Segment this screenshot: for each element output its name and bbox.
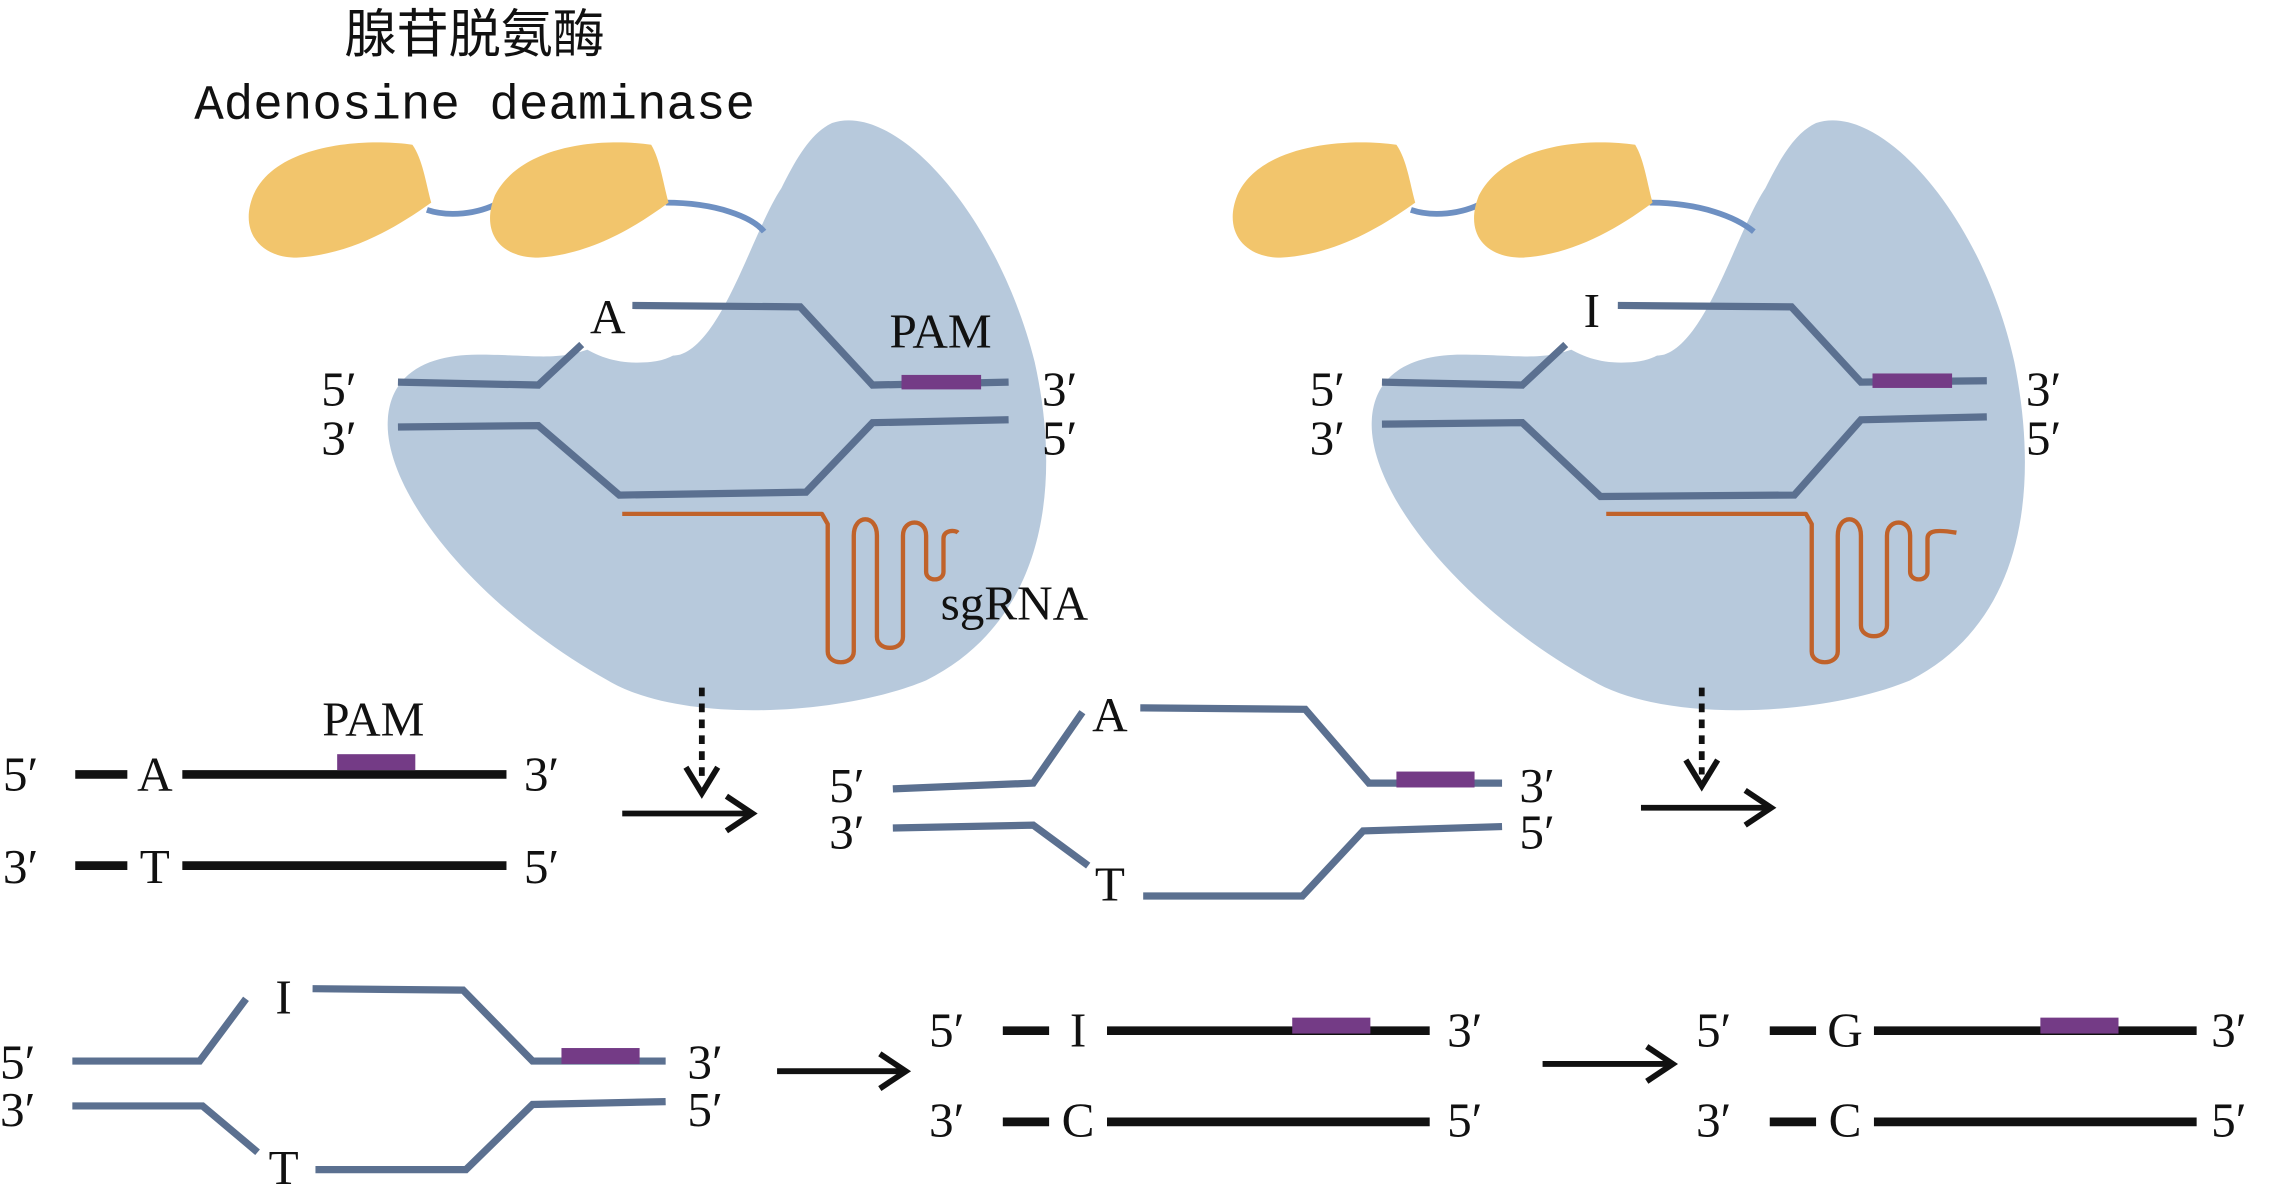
pam-marker: [1292, 1017, 1371, 1034]
base-c: C: [1062, 1092, 1095, 1147]
arrow-head: [1743, 787, 1777, 828]
arrow-head: [878, 1051, 912, 1091]
base-g: G: [1827, 1003, 1863, 1058]
arrow-head: [724, 793, 758, 834]
step-r-loop: A T 5′ 3′ 3′ 5′: [829, 687, 1555, 911]
deaminase-domain-2: [1474, 142, 1653, 258]
three-prime-label: 3′: [1447, 1003, 1482, 1058]
three-prime-label: 3′: [829, 804, 864, 859]
bottom-strand-right: [315, 1097, 666, 1174]
three-prime-label: 3′: [524, 746, 559, 801]
five-prime-label: 5′: [321, 361, 356, 416]
three-prime-label: 3′: [1042, 361, 1077, 416]
base-a: A: [1092, 687, 1128, 742]
three-prime-label: 3′: [1696, 1092, 1731, 1147]
dashed-arrow-head: [683, 765, 721, 799]
deaminase-domain-1: [248, 142, 432, 258]
five-prime-label: 5′: [0, 1034, 35, 1089]
three-prime-label: 3′: [1310, 411, 1345, 466]
five-prime-label: 5′: [3, 746, 38, 801]
five-prime-label: 5′: [1696, 1003, 1731, 1058]
top-strand-left: [72, 996, 249, 1065]
base-a: A: [590, 289, 626, 344]
five-prime-label: 5′: [1447, 1092, 1482, 1147]
three-prime-label: 3′: [321, 411, 356, 466]
sgrna-strand: [1606, 511, 1957, 665]
step-deaminated-r-loop: I T 5′ 3′ 3′ 5′: [0, 969, 723, 1187]
sgrna-strand: [622, 511, 960, 665]
three-prime-label: 3′: [2026, 361, 2061, 416]
pam-marker: [1872, 373, 1953, 388]
base-t: T: [1095, 856, 1125, 911]
pam-label: PAM: [322, 691, 424, 746]
pam-marker: [901, 374, 982, 390]
title-english: Adenosine deaminase: [194, 78, 755, 134]
linker-2: [665, 199, 767, 234]
linker-1: [1409, 200, 1485, 217]
linker-1: [425, 200, 501, 217]
three-prime-label: 3′: [687, 1034, 722, 1089]
bottom-strand-right: [1143, 822, 1503, 900]
five-prime-label: 5′: [1310, 361, 1345, 416]
three-prime-label: 3′: [1519, 758, 1554, 813]
three-prime-label: 3′: [3, 839, 38, 894]
pam-marker: [337, 754, 416, 771]
pam-marker: [561, 1048, 640, 1064]
five-prime-label: 5′: [2026, 411, 2061, 466]
bottom-strand-left: [72, 1102, 260, 1156]
arrow-step-4: [1542, 1044, 1679, 1084]
base-a: A: [137, 746, 173, 801]
five-prime-label: 5′: [929, 1003, 964, 1058]
bottom-strand: [397, 416, 1009, 499]
base-i: I: [275, 969, 291, 1024]
sgrna-label: sgRNA: [941, 576, 1089, 631]
deaminase-domain-2: [490, 142, 669, 258]
bottom-strand-left: [892, 821, 1091, 869]
cas9-protein-blob: [387, 120, 1047, 711]
pam-marker: [2040, 1017, 2119, 1034]
step-after-repair-1: 5′ I 3′ 3′ C 5′: [929, 1003, 1482, 1148]
base-i: I: [1070, 1003, 1086, 1058]
base-i: I: [1584, 283, 1600, 338]
complex-after: I 5′ 3′ 3′ 5′: [1232, 120, 2061, 711]
top-strand-left: [892, 710, 1086, 793]
dashed-arrow-head: [1683, 758, 1721, 792]
r-loop-cavity: [1562, 302, 1694, 363]
arrow-step-3: [777, 1051, 912, 1091]
base-t: T: [140, 839, 170, 894]
pam-label: PAM: [890, 303, 992, 358]
deaminase-domain-1: [1232, 142, 1416, 258]
pam-marker: [1396, 771, 1475, 788]
complex-before: A PAM 5′ 3′ 3′ 5′ sgRNA: [248, 120, 1089, 711]
top-strand-left: [1381, 341, 1569, 389]
title-chinese: 腺苷脱氨酶: [344, 7, 604, 64]
five-prime-label: 5′: [1042, 411, 1077, 466]
linker-2: [1649, 199, 1756, 234]
five-prime-label: 5′: [2211, 1092, 2246, 1147]
base-t: T: [269, 1140, 299, 1187]
three-prime-label: 3′: [929, 1092, 964, 1147]
top-strand-left: [397, 341, 585, 389]
bottom-strand: [1381, 413, 1987, 501]
five-prime-label: 5′: [829, 758, 864, 813]
base-c: C: [1829, 1092, 1862, 1147]
arrow-head: [1645, 1044, 1679, 1084]
three-prime-label: 3′: [0, 1082, 35, 1137]
five-prime-label: 5′: [524, 839, 559, 894]
five-prime-label: 5′: [687, 1082, 722, 1137]
step-after-repair-2: 5′ G 3′ 3′ C 5′: [1696, 1003, 2247, 1148]
three-prime-label: 3′: [2211, 1003, 2246, 1058]
r-loop-cavity: [578, 302, 710, 363]
step-target-dna: PAM 5′ A 3′ 3′ T 5′: [3, 691, 559, 894]
arrow-step-2: [1640, 687, 1777, 828]
arrow-step-1: [622, 687, 758, 834]
five-prime-label: 5′: [1519, 804, 1554, 859]
